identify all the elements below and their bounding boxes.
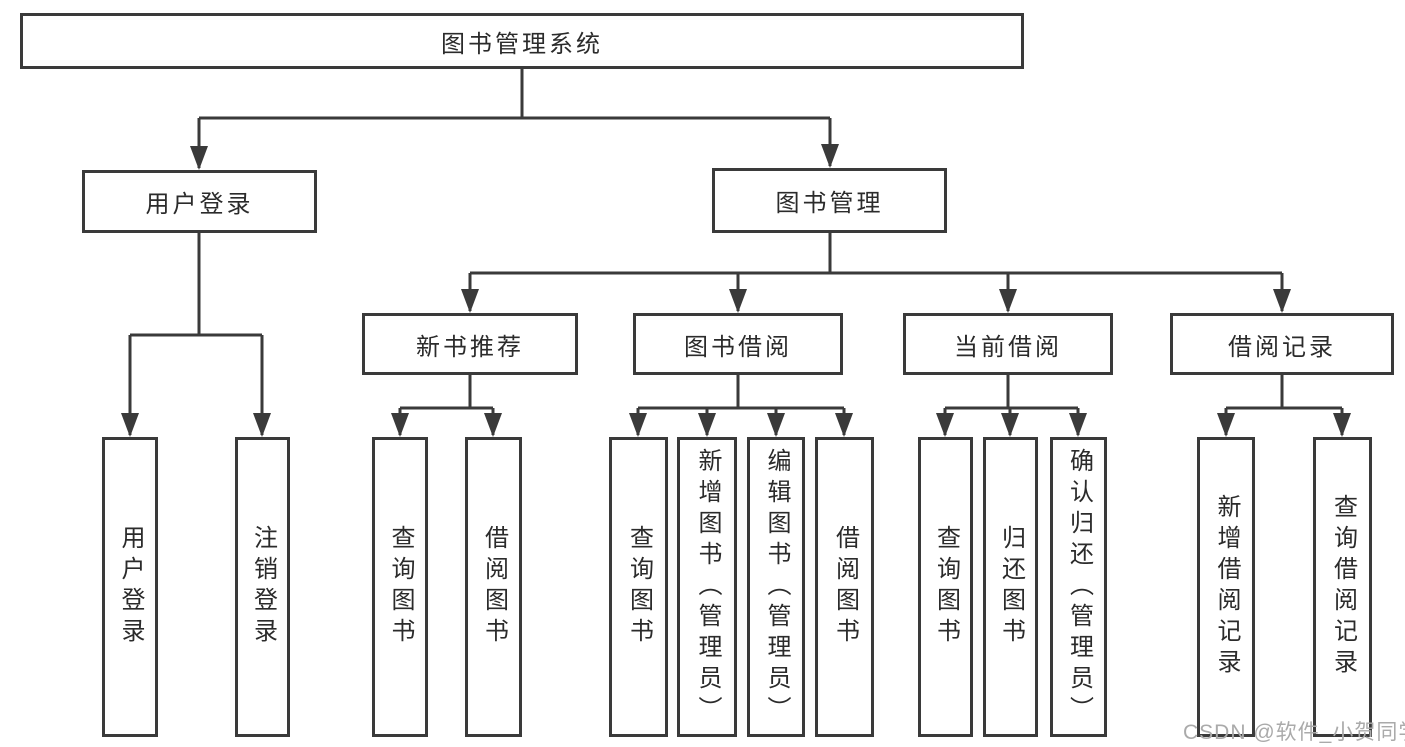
leaf-add-borrow-record: 新增借阅记录 bbox=[1197, 437, 1255, 737]
leaf-edit-books-admin: 编辑图书（管理员） bbox=[747, 437, 805, 737]
leaf-confirm-return-admin-label: 确认归还（管理员） bbox=[1065, 447, 1093, 727]
leaf-query-books-borrow: 查询图书 bbox=[609, 437, 668, 737]
node-book-borrow: 图书借阅 bbox=[633, 313, 843, 375]
leaf-add-borrow-record-label: 新增借阅记录 bbox=[1213, 494, 1240, 680]
leaf-logout-label: 注销登录 bbox=[249, 525, 277, 649]
leaf-query-books-current-label: 查询图书 bbox=[932, 525, 960, 649]
edge-root-trunk bbox=[199, 69, 830, 120]
leaf-add-books-admin-label: 新增图书（管理员） bbox=[694, 447, 721, 727]
leaf-query-borrow-record-label: 查询借阅记录 bbox=[1329, 494, 1357, 680]
node-root-library-system: 图书管理系统 bbox=[20, 13, 1024, 69]
leaf-query-borrow-record: 查询借阅记录 bbox=[1313, 437, 1372, 737]
leaf-borrow-books-recommend-label: 借阅图书 bbox=[480, 525, 508, 649]
edge-bookborrow-trunk bbox=[638, 375, 844, 410]
leaf-user-login: 用户登录 bbox=[102, 437, 158, 737]
node-new-book-recommend: 新书推荐 bbox=[362, 313, 578, 375]
leaf-query-books-recommend-label: 查询图书 bbox=[387, 525, 414, 649]
leaf-borrow-books-label: 借阅图书 bbox=[831, 525, 859, 649]
csdn-watermark: CSDN @软件_小贺同学 bbox=[1183, 721, 1405, 744]
edge-userlogin-trunk bbox=[130, 233, 262, 337]
leaf-borrow-books-recommend: 借阅图书 bbox=[465, 437, 522, 737]
leaf-confirm-return-admin: 确认归还（管理员） bbox=[1050, 437, 1107, 737]
node-current-borrow: 当前借阅 bbox=[903, 313, 1113, 375]
edge-currentborrow-trunk bbox=[945, 375, 1078, 410]
edge-bookmgmt-trunk bbox=[470, 233, 1282, 275]
leaf-query-books-current: 查询图书 bbox=[918, 437, 973, 737]
edge-newbook-trunk bbox=[400, 375, 493, 410]
leaf-borrow-books: 借阅图书 bbox=[815, 437, 874, 737]
leaf-edit-books-admin-label: 编辑图书（管理员） bbox=[763, 447, 790, 727]
leaf-user-login-label: 用户登录 bbox=[117, 525, 144, 649]
node-borrow-records: 借阅记录 bbox=[1170, 313, 1394, 375]
leaf-query-books-borrow-label: 查询图书 bbox=[625, 525, 653, 649]
leaf-add-books-admin: 新增图书（管理员） bbox=[677, 437, 737, 737]
node-user-login: 用户登录 bbox=[82, 170, 317, 233]
edge-records-trunk bbox=[1226, 375, 1342, 410]
leaf-return-books: 归还图书 bbox=[983, 437, 1038, 737]
leaf-return-books-label: 归还图书 bbox=[997, 525, 1025, 649]
node-book-management: 图书管理 bbox=[712, 168, 947, 233]
leaf-logout: 注销登录 bbox=[235, 437, 290, 737]
leaf-query-books-recommend: 查询图书 bbox=[372, 437, 428, 737]
